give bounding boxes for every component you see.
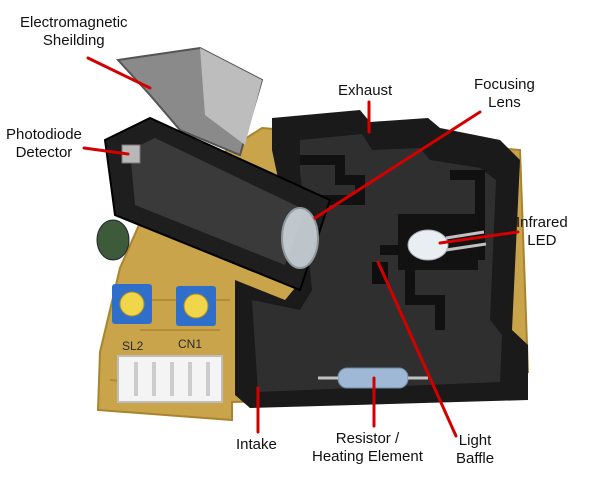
infrared-led-bulb	[407, 229, 449, 261]
leader-shielding	[86, 56, 152, 90]
label-line: Detector	[15, 144, 73, 161]
leader-led	[438, 230, 520, 245]
label-line: Lens	[488, 94, 521, 111]
label-exhaust: Exhaust	[338, 82, 392, 100]
label-line: Light	[458, 432, 492, 449]
leader-lines	[82, 56, 520, 438]
capacitor	[96, 219, 130, 261]
label-line: Heating Element	[312, 448, 423, 465]
label-focusing-lens: Focusing Lens	[474, 76, 535, 112]
focusing-lens	[281, 207, 319, 269]
label-infrared-led: Infrared LED	[516, 214, 568, 250]
label-line: Focusing	[474, 76, 535, 93]
leader-photodiode	[82, 146, 130, 156]
label-line: Photodiode	[6, 126, 82, 143]
label-line: Infrared	[516, 214, 568, 231]
label-line: Exhaust	[338, 82, 393, 99]
pcb-text-sl2: SL2	[122, 339, 144, 353]
label-line: Intake	[236, 436, 277, 453]
label-line: Electromagnetic	[20, 14, 128, 31]
trimmer-pot-2-knob	[183, 293, 209, 319]
infrared-led-leads	[445, 230, 487, 252]
label-line: Baffle	[456, 450, 495, 467]
label-line: Sheilding	[42, 32, 105, 49]
pcb-text-cn1: CN1	[178, 337, 202, 351]
trimmer-pot-1-knob	[119, 291, 145, 317]
label-light-baffle: Light Baffle	[456, 432, 494, 468]
leader-lens	[313, 110, 482, 220]
detector-tube-interior	[130, 138, 305, 265]
label-electromagnetic-shielding: Electromagnetic Sheilding	[20, 14, 128, 50]
label-photodiode-detector: Photodiode Detector	[6, 126, 82, 162]
connector-pins	[134, 362, 210, 396]
shielding-foil-highlight	[200, 48, 262, 145]
label-line: Resistor /	[335, 430, 400, 447]
label-intake: Intake	[236, 436, 277, 454]
label-line: LED	[527, 232, 557, 249]
leader-baffle	[376, 260, 458, 438]
label-resistor-heating-element: Resistor / Heating Element	[312, 430, 423, 466]
